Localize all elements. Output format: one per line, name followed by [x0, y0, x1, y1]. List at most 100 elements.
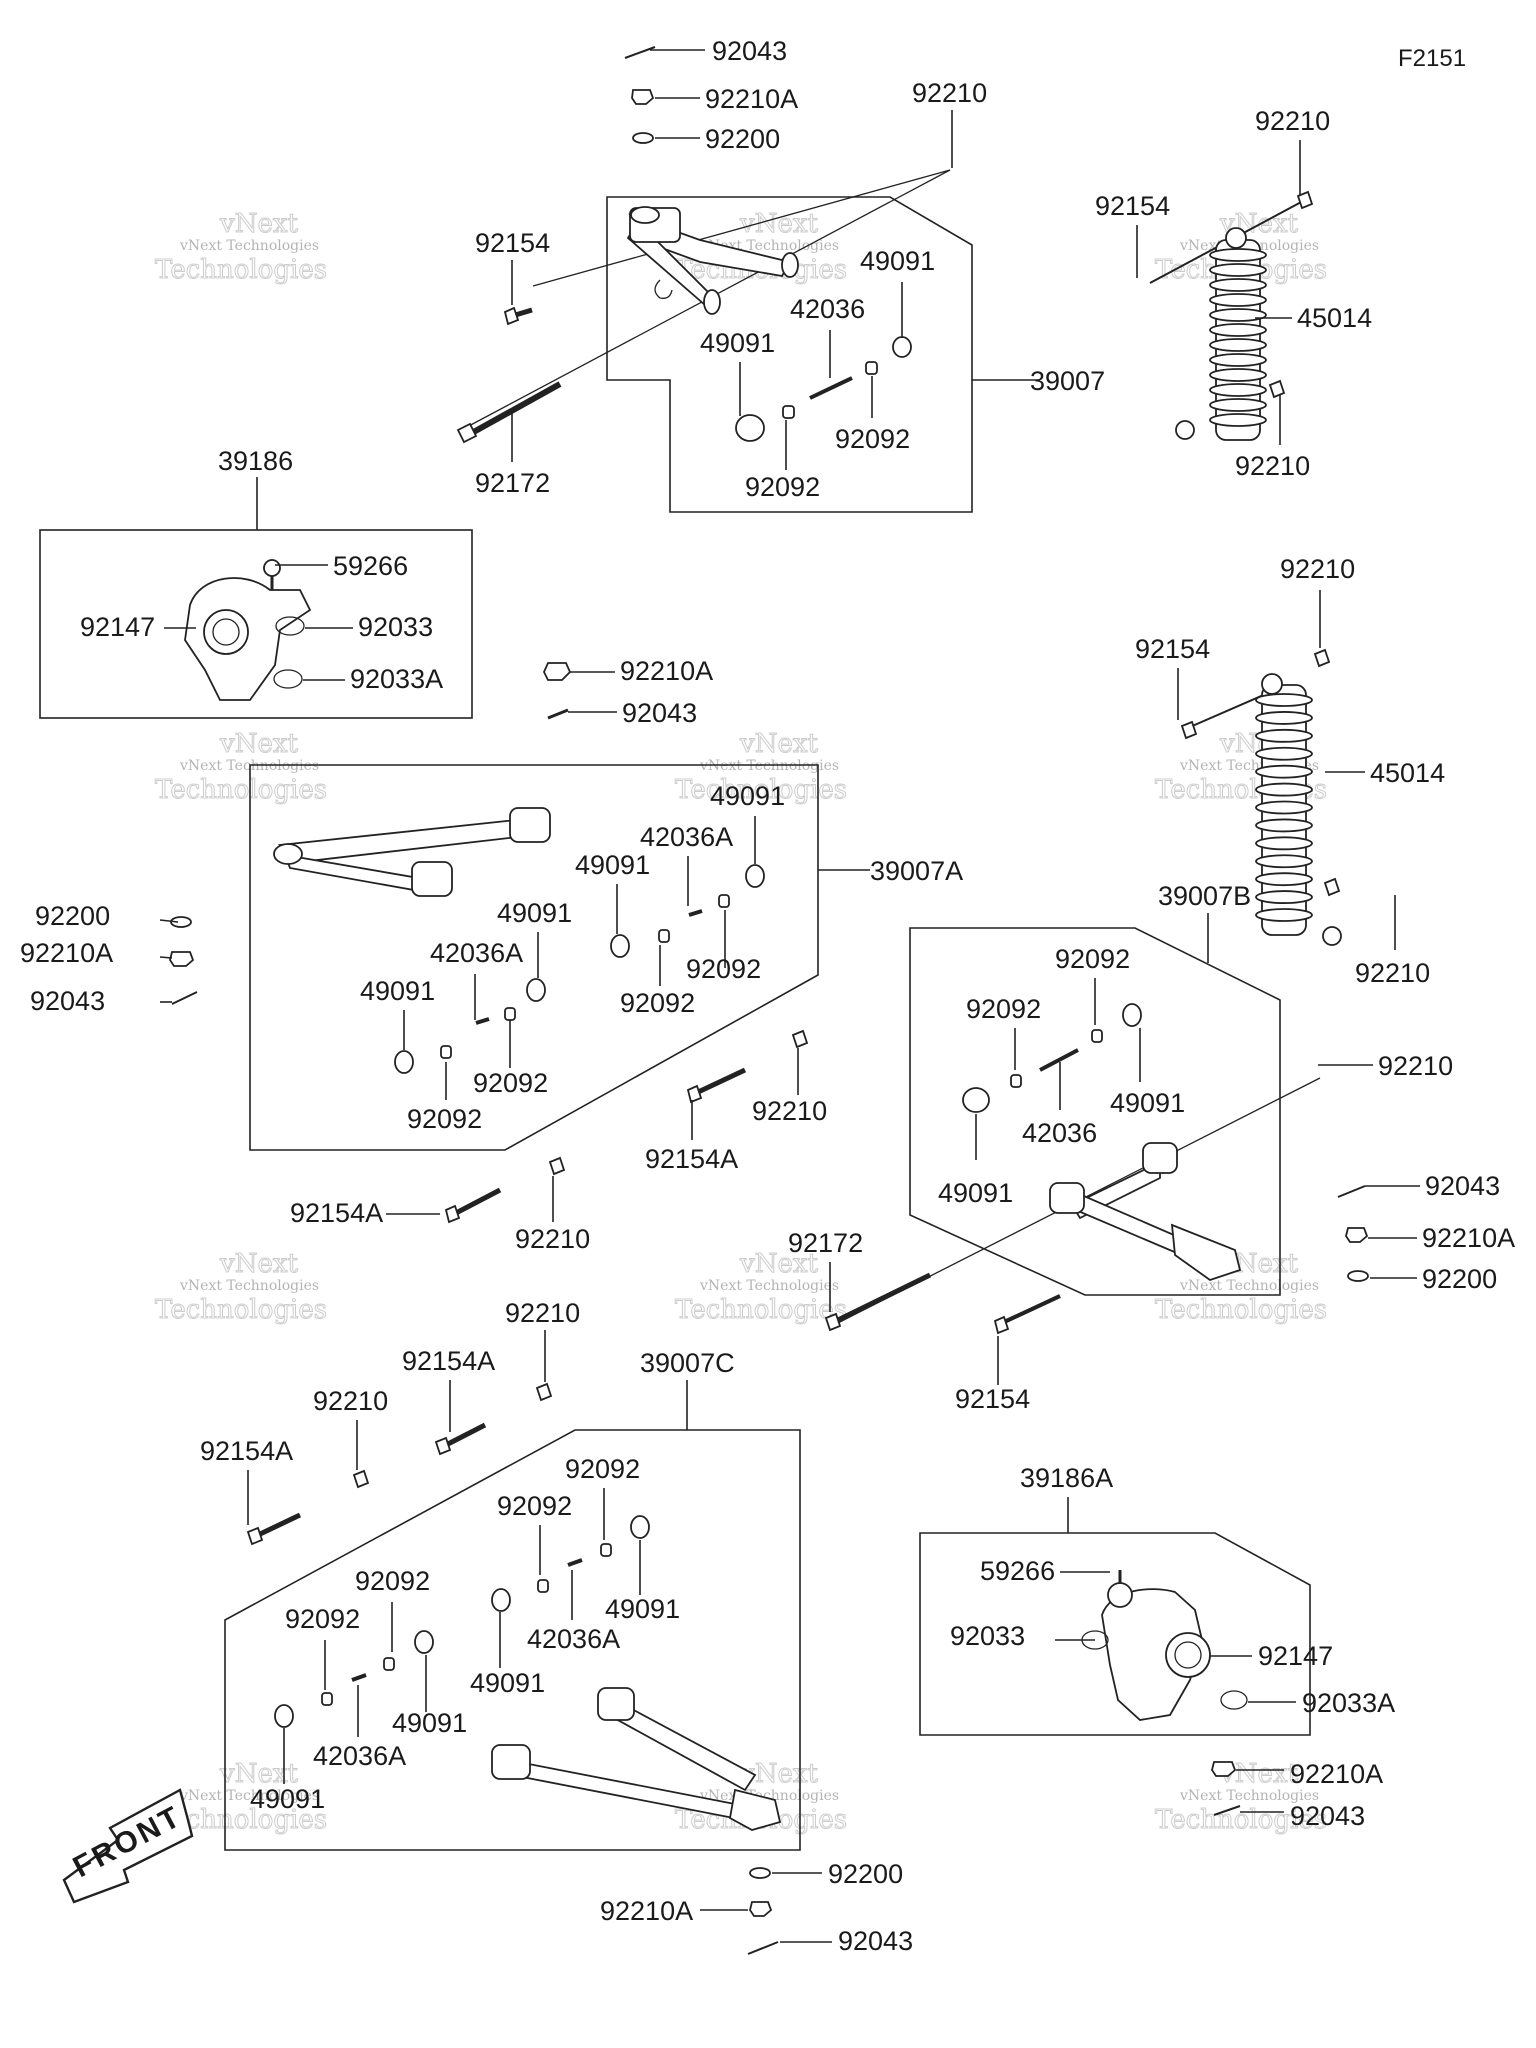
- spring-coil: [1209, 263, 1267, 277]
- callout-c63: 92092: [285, 1604, 360, 1690]
- callout-c67: 49091: [250, 1728, 325, 1814]
- bushings-39007C: [274, 1515, 650, 1728]
- shock-absorber-upper: [1149, 190, 1314, 441]
- part-number-label: 49091: [497, 898, 572, 928]
- callout-c61: 42036A: [527, 1570, 620, 1654]
- group-label-39186: 39186: [218, 446, 293, 476]
- spring-coil: [1255, 782, 1313, 797]
- part-number-label: 92154A: [645, 1144, 738, 1174]
- bushings-39007B: [962, 1003, 1142, 1113]
- callout-c68: 59266: [980, 1556, 1110, 1586]
- part-number-label: 42036: [790, 294, 865, 324]
- svg-text:Technologies: Technologies: [155, 1295, 327, 1325]
- spring-coil: [1209, 383, 1267, 397]
- spring-coil: [1255, 872, 1313, 887]
- part-number-label: 45014: [1370, 758, 1445, 788]
- callout-c65: 42036A: [313, 1685, 406, 1771]
- callout-c19: 92033A: [303, 664, 443, 694]
- part-number-label: 92210: [752, 1096, 827, 1126]
- shock-absorber-lower: [1180, 648, 1342, 946]
- group-box-39007: [606, 196, 1040, 513]
- callout-c72: 92210A: [1236, 1759, 1383, 1789]
- callout-c62: 92092: [355, 1566, 430, 1652]
- part-number-label: 42036: [1022, 1118, 1097, 1148]
- spring-coil: [1255, 908, 1313, 922]
- spring-coil: [1209, 323, 1267, 337]
- callout-c31: 92092: [407, 1062, 482, 1134]
- part-number-label: 49091: [710, 781, 785, 811]
- spring-coil: [1255, 764, 1313, 779]
- callout-c70: 92147: [1210, 1641, 1333, 1671]
- spring-coil: [1255, 728, 1313, 743]
- bushings-39007: [735, 336, 912, 442]
- callout-c21: 92043: [568, 698, 697, 728]
- part-number-label: 49091: [360, 976, 435, 1006]
- callout-c48: 92210: [1318, 1051, 1453, 1081]
- callouts-layer: 9204392210A92200922109215449091420364909…: [20, 36, 1515, 1956]
- part-number-label: 92092: [620, 988, 695, 1018]
- part-number-label: 92033: [358, 612, 433, 642]
- callout-c46: 42036: [1022, 1062, 1097, 1148]
- part-number-label: 49091: [938, 1178, 1013, 1208]
- part-number-label: 92210: [505, 1298, 580, 1328]
- part-number-label: 92200: [35, 901, 110, 931]
- bushings-39007A: [394, 864, 765, 1074]
- svg-text:vNext Technologies: vNext Technologies: [699, 758, 839, 774]
- part-number-label: 42036A: [640, 822, 733, 852]
- svg-text:Technologies: Technologies: [1155, 1295, 1327, 1325]
- part-number-label: 92210A: [1290, 1759, 1383, 1789]
- part-number-label: 92200: [828, 1859, 903, 1889]
- callout-c73: 92043: [1240, 1801, 1365, 1831]
- callout-c42: 92210: [1355, 895, 1430, 988]
- part-number-label: 49091: [470, 1668, 545, 1698]
- part-number-label: 92147: [1258, 1641, 1333, 1671]
- callout-c9: 92092: [835, 376, 910, 454]
- spring-coil: [1209, 413, 1267, 427]
- group-box-39007B: [909, 913, 1281, 1296]
- callout-c4: 92210: [912, 78, 987, 168]
- leader-line: [159, 956, 173, 959]
- part-number-label: 92154: [955, 1384, 1030, 1414]
- part-number-label: 92210A: [1422, 1223, 1515, 1253]
- part-number-label: 92043: [1425, 1171, 1500, 1201]
- part-number-label: 92154: [1095, 191, 1170, 221]
- group-box-39186A: [919, 1497, 1311, 1736]
- a-arm-upper-left: [464, 169, 951, 429]
- part-number-label: 92210: [1280, 554, 1355, 584]
- spring-coil: [1209, 278, 1267, 292]
- part-number-label: 92043: [622, 698, 697, 728]
- part-number-label: 49091: [575, 850, 650, 880]
- callout-c37: 92154A: [290, 1198, 440, 1228]
- part-number-label: 92092: [497, 1491, 572, 1521]
- spring-coil: [1209, 353, 1267, 367]
- callout-c6: 49091: [860, 246, 935, 338]
- callout-c38: 92210: [515, 1176, 590, 1254]
- part-number-label: 92200: [1422, 1264, 1497, 1294]
- callout-c66: 49091: [392, 1655, 467, 1738]
- callout-c25: 49091: [497, 898, 572, 978]
- part-number-label: 92210: [1255, 106, 1330, 136]
- callout-c32: 92200: [35, 901, 179, 931]
- callout-c13: 92154: [1095, 191, 1170, 278]
- bolt-92172-upper: [456, 381, 562, 444]
- part-number-label: 92092: [565, 1454, 640, 1484]
- callout-c60: 49091: [605, 1540, 680, 1624]
- part-number-label: 49091: [392, 1708, 467, 1738]
- spring-coil: [1255, 693, 1313, 707]
- svg-text:vNext: vNext: [739, 1249, 818, 1279]
- group-box-39007A: [249, 764, 870, 1151]
- group-label-39007B: 39007B: [1158, 881, 1251, 911]
- callout-c16: 59266: [275, 551, 408, 581]
- svg-text:Technologies: Technologies: [155, 255, 327, 285]
- callout-c27: 49091: [360, 976, 435, 1050]
- part-number-label: 42036A: [313, 1741, 406, 1771]
- a-arm-39007A: [273, 807, 551, 897]
- callout-c18: 92033: [305, 612, 433, 642]
- part-number-label: 92092: [473, 1068, 548, 1098]
- hardware-left-side: [169, 916, 198, 1005]
- group-label-39007A: 39007A: [870, 856, 963, 886]
